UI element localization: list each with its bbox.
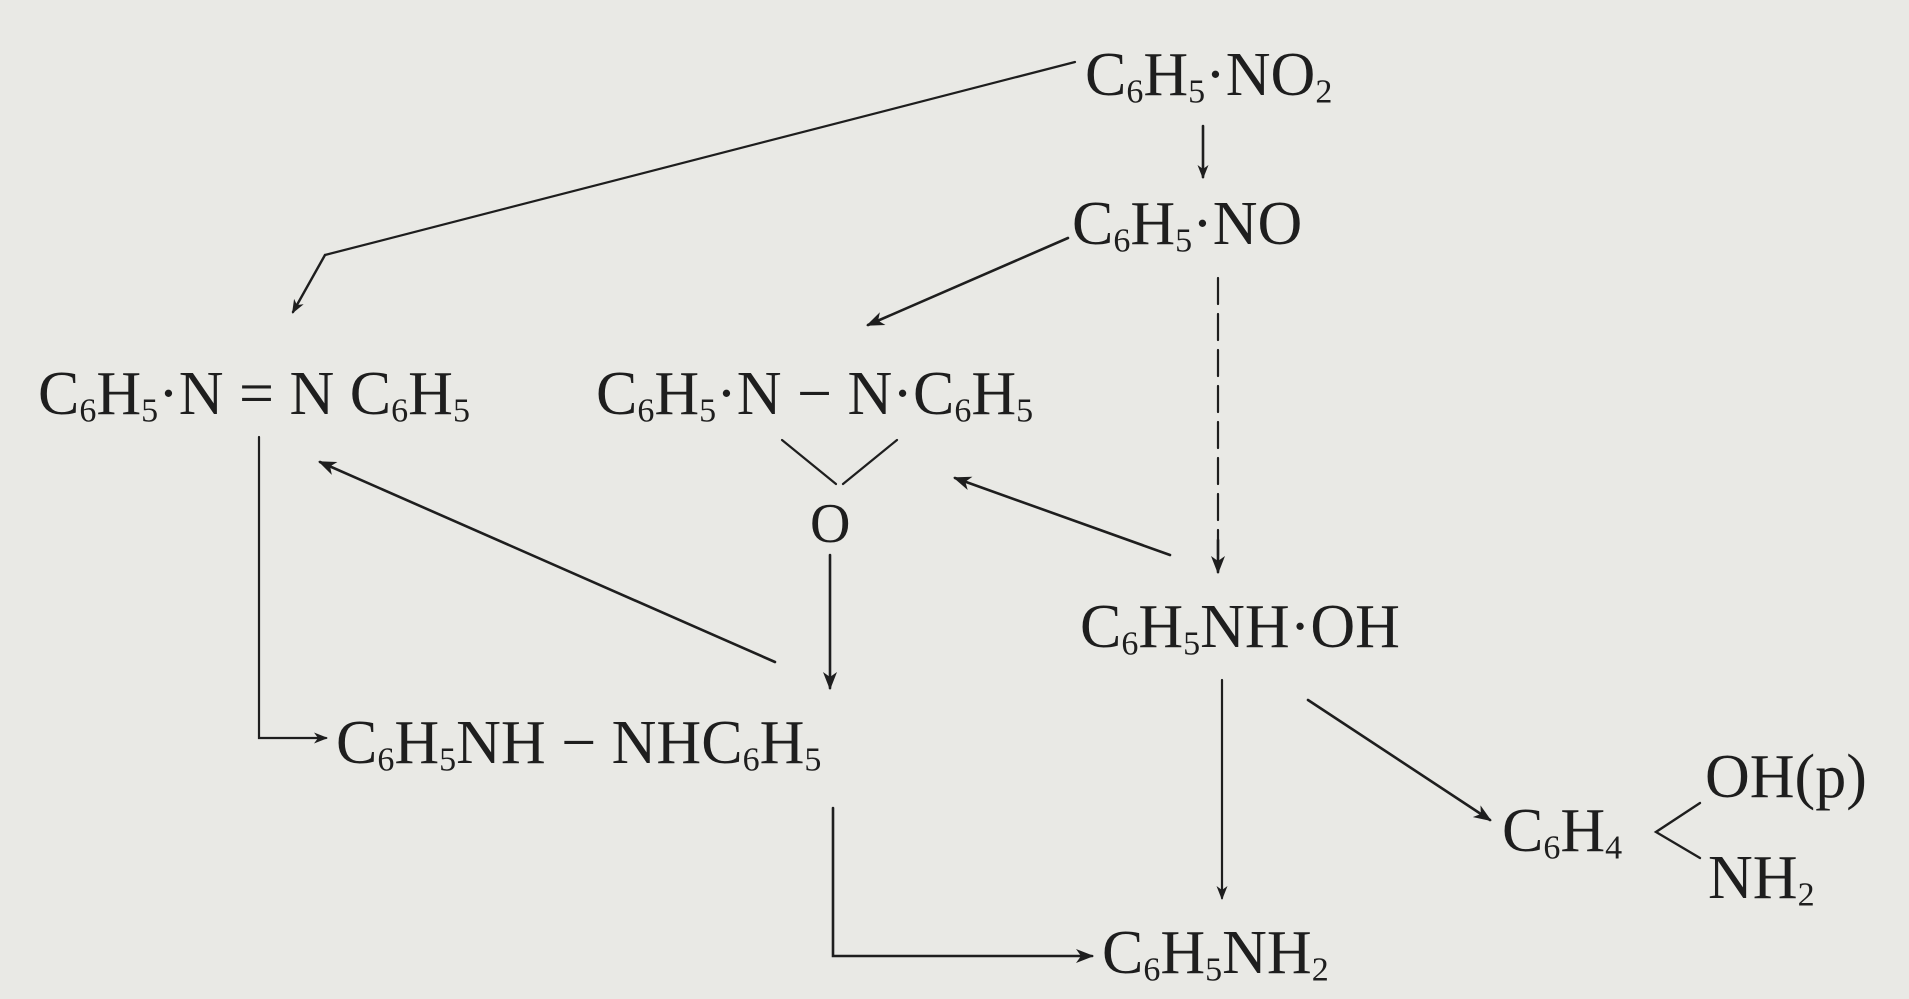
aminophenol-core-formula: C6H4	[1502, 797, 1623, 867]
aminophenol-oh-substituent: OH(p)	[1705, 743, 1867, 811]
arrow-nitrosobenzene-to-azoxybenzene	[866, 236, 1070, 327]
nitrosobenzene-formula: C6H5·NO	[1072, 190, 1303, 260]
azobenzene-formula: C6H5·N = N C6H5	[38, 360, 470, 430]
aminophenol-nh2-substituent: NH2	[1708, 844, 1815, 914]
arrow-nitrobenzene-to-azobenzene-head	[291, 253, 327, 314]
azoxy-oxygen-label: O	[810, 493, 851, 555]
nitrobenzene-formula: C6H5·NO2	[1085, 41, 1333, 111]
azoxy-bridge-left	[780, 438, 838, 486]
arrow-hydrazobenzene-to-aniline	[831, 806, 1094, 963]
arrow-phenylhydroxylamine-to-aminophenol	[1306, 698, 1492, 822]
aniline-formula: C6H5NH2	[1102, 919, 1329, 989]
azoxybenzene-formula: C6H5·N − N·C6H5	[596, 360, 1034, 430]
aminophenol-branch-bracket	[1653, 801, 1702, 860]
azoxy-bridge-right	[841, 438, 899, 486]
arrow-azobenzene-to-hydrazobenzene	[257, 435, 328, 744]
arrow-hydrazobenzene-to-azobenzene	[318, 460, 777, 664]
arrow-nitrobenzene-to-azobenzene	[323, 60, 1077, 257]
hydrazobenzene-formula: C6H5NH − NHC6H5	[336, 709, 822, 779]
arrow-phenylhydroxylamine-to-azoxybenzene	[953, 476, 1172, 557]
phenylhydroxylamine-formula: C6H5NH·OH	[1080, 593, 1400, 663]
